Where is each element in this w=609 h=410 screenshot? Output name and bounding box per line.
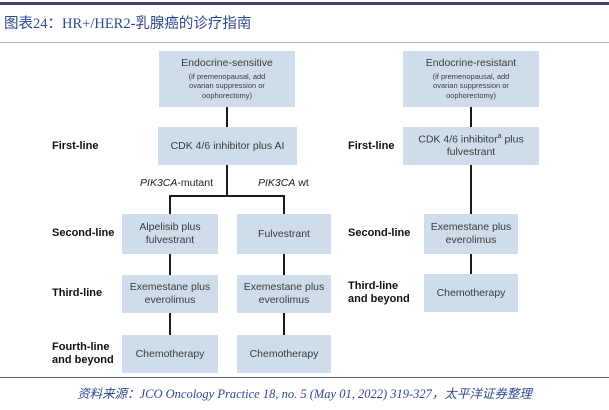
- box-note: (if premenopausal, add ovarian suppressi…: [432, 71, 510, 101]
- box-title: Fulvestrant: [258, 227, 310, 240]
- connector-line: [169, 313, 171, 335]
- flow-box-first-line-left: CDK 4/6 inhibitor plus AI: [158, 127, 297, 165]
- box-title: CDK 4/6 inhibitor plus AI: [170, 139, 285, 152]
- flow-box-alpelisib-fulvestrant: Alpelisib plus fulvestrant: [122, 214, 218, 254]
- flow-box-exemestane-everolimus-mid: Exemestane plus everolimus: [237, 275, 331, 313]
- flow-box-exemestane-everolimus-right: Exemestane plus everolimus: [424, 214, 518, 254]
- branch-suffix: wt: [295, 177, 309, 189]
- flow-box-endocrine-resistant: Endocrine-resistant (if premenopausal, a…: [403, 51, 539, 107]
- box-title: Endocrine-sensitive: [181, 57, 273, 70]
- top-rule: [0, 2, 609, 5]
- row-label-third-line-left: Third-line: [52, 287, 103, 299]
- row-label-first-line-left: First-line: [52, 140, 99, 152]
- box-title: Exemestane plus everolimus: [430, 221, 512, 246]
- flow-box-exemestane-everolimus-left: Exemestane plus everolimus: [122, 275, 218, 313]
- superscript-a: a: [497, 133, 502, 141]
- row-label-fourth-line-left: Fourth-line and beyond: [52, 341, 114, 367]
- branch-line: [169, 195, 285, 197]
- connector-line: [226, 107, 228, 127]
- box-title: Exemestane plus everolimus: [243, 281, 325, 306]
- connector-line: [169, 195, 171, 214]
- connector-line: [470, 165, 472, 214]
- connector-line: [470, 254, 472, 274]
- gene-name: PIK3CA: [140, 177, 178, 189]
- row-label-second-line-right: Second-line: [348, 227, 411, 239]
- connector-line: [226, 165, 228, 196]
- flow-box-chemotherapy-left: Chemotherapy: [122, 335, 218, 373]
- branch-suffix: -mutant: [177, 177, 213, 189]
- connector-line: [283, 313, 285, 335]
- flow-box-chemotherapy-mid: Chemotherapy: [237, 335, 331, 373]
- box-title: Exemestane plus everolimus: [129, 281, 211, 306]
- figure-title: 图表24：HR+/HER2-乳腺癌的诊疗指南: [4, 16, 252, 32]
- connector-line: [169, 254, 171, 275]
- box-title: Endocrine-resistant: [425, 57, 517, 70]
- connector-line: [283, 195, 285, 214]
- title-divider: [0, 42, 609, 43]
- box-title: Chemotherapy: [249, 347, 319, 360]
- branch-label-pik3ca-wt: PIK3CA wt: [258, 177, 309, 189]
- text-suffix: plus fulvestrant: [446, 133, 524, 159]
- source-attribution: 资料来源：JCO Oncology Practice 18, no. 5 (Ma…: [77, 387, 532, 401]
- flow-box-endocrine-sensitive: Endocrine-sensitive (if premenopausal, a…: [159, 51, 295, 107]
- text-prefix: CDK 4/6 inhibitor: [418, 133, 498, 146]
- box-title: Chemotherapy: [436, 286, 506, 299]
- connector-line: [283, 254, 285, 275]
- flow-box-first-line-right: CDK 4/6 inhibitora plus fulvestrant: [403, 127, 539, 165]
- box-note: (if premenopausal, add ovarian suppressi…: [188, 71, 266, 101]
- flow-box-fulvestrant: Fulvestrant: [237, 214, 331, 254]
- branch-label-pik3ca-mutant: PIK3CA-mutant: [115, 177, 213, 189]
- footer-divider: [0, 377, 609, 378]
- box-title: Alpelisib plus fulvestrant: [139, 221, 201, 246]
- gene-name: PIK3CA: [258, 177, 296, 189]
- row-label-third-line-right: Third-line and beyond: [348, 280, 410, 306]
- box-title: Chemotherapy: [135, 347, 205, 360]
- row-label-second-line-left: Second-line: [52, 227, 115, 239]
- row-label-first-line-right: First-line: [348, 140, 395, 152]
- connector-line: [470, 107, 472, 127]
- box-title: CDK 4/6 inhibitora plus fulvestrant: [403, 133, 539, 159]
- flow-box-chemotherapy-right: Chemotherapy: [424, 274, 518, 312]
